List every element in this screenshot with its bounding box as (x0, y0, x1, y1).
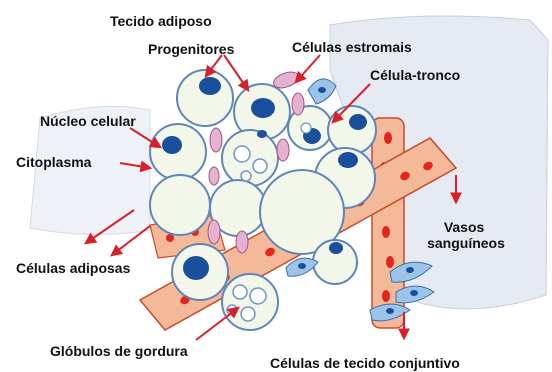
nucleus (199, 77, 221, 95)
label-vasos-line-1: Vasos (444, 219, 485, 235)
fat-globule (301, 123, 311, 133)
stem-cell-nucleus (318, 87, 326, 93)
label-globulos-de-gordura: Glóbulos de gordura (50, 343, 188, 359)
nucleus (329, 242, 343, 254)
connective-cell-nucleus (406, 267, 414, 273)
stromal-cell (236, 231, 248, 253)
fat-globule (253, 159, 267, 173)
stromal-cell (209, 167, 219, 185)
label-celulas-estromais: Células estromais (292, 39, 412, 55)
label-nucleo-celular: Núcleo celular (40, 113, 136, 129)
connective-cell-nucleus (410, 290, 418, 296)
fat-cell (328, 106, 376, 154)
nucleus (251, 98, 275, 118)
connective-cell-nucleus (386, 308, 394, 314)
fat-cell (222, 274, 278, 330)
fat-globule (241, 307, 255, 321)
fat-globule (233, 285, 247, 299)
stromal-cell (292, 93, 304, 115)
nucleus (349, 114, 367, 130)
label-celula-tronco: Célula-tronco (370, 67, 460, 83)
nucleus (338, 152, 358, 168)
connective-cell-nucleus (298, 263, 306, 269)
label-citoplasma: Citoplasma (16, 154, 92, 170)
nucleus (257, 130, 267, 138)
label-celulas-adiposas: Células adiposas (16, 260, 131, 276)
nucleus (183, 256, 209, 280)
fat-globule (250, 288, 266, 304)
fat-globule (241, 171, 251, 181)
adipocyte-cluster (150, 70, 376, 330)
arrow-estromais (296, 55, 320, 82)
stromal-cell (277, 139, 289, 161)
label-celulas-tecido-conjuntivo: Células de tecido conjuntivo (270, 355, 460, 371)
label-vasos-line-2: sanguíneos (427, 235, 505, 251)
stromal-cell (210, 128, 222, 152)
diagram-title: Tecido adiposo (110, 13, 212, 29)
fat-cell (150, 175, 210, 235)
nucleus (162, 136, 182, 154)
fat-globule (234, 146, 250, 162)
stromal-cell (208, 220, 220, 244)
label-progenitores: Progenitores (148, 41, 235, 57)
